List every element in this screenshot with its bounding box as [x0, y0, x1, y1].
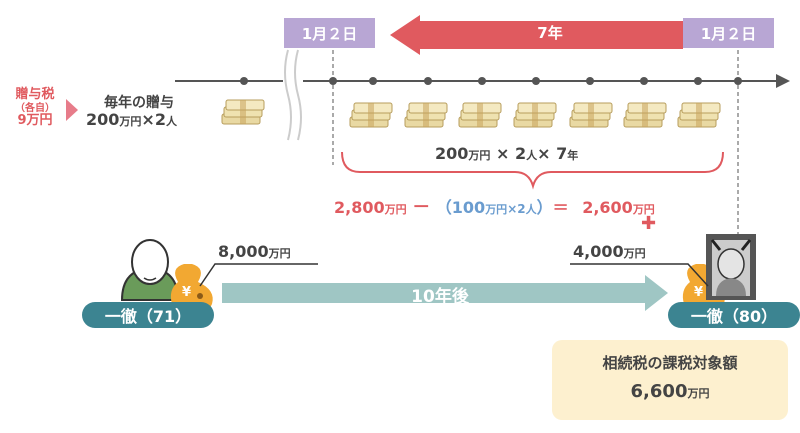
date-right-text: 1月２日: [700, 24, 757, 43]
gift-tax-line1: 贈与税: [15, 87, 55, 102]
date-box-left: 1月２日: [284, 18, 375, 48]
axis-dots: [240, 77, 742, 85]
taxable-amount-note: 相続税の課税対象額 6,600万円: [552, 340, 788, 420]
brace-label: 200万円 × 2人× 7年: [435, 144, 579, 163]
gift-tax-label: 贈与税 （各自） 9万円: [6, 87, 64, 129]
plus-icon: ✚: [641, 213, 657, 234]
curly-brace: [341, 151, 724, 190]
leader-line-left: [199, 263, 318, 287]
time-axis-arrowhead: [776, 74, 790, 88]
date-left-text: 1月２日: [301, 24, 358, 43]
taxable-amount-title: 相続税の課税対象額: [602, 354, 738, 372]
money-bag-left-icon: [170, 264, 213, 314]
person-right-badge: 一徹（80）: [668, 302, 800, 328]
gift-tax-line2: （各自）: [15, 102, 55, 114]
gift-tax-line3: 9万円: [17, 113, 53, 129]
person-left-badge: 一徹（71）: [82, 302, 214, 328]
annual-gift-amount: 200万円×2人: [86, 110, 177, 129]
annual-gift-title: 毎年の贈与: [104, 95, 174, 111]
years-label-text: 7年: [537, 24, 563, 42]
axis-break: [283, 50, 303, 140]
date-box-right: 1月２日: [683, 18, 774, 48]
yen-right-icon: ¥: [694, 285, 704, 300]
left-amount: 8,000万円: [218, 242, 291, 261]
yen-left-icon: ¥: [182, 285, 192, 300]
person-left-icon: [120, 239, 180, 301]
leader-line-right: [570, 263, 709, 287]
ten-year-arrow: [222, 275, 668, 311]
axis-break-line-1: [284, 49, 292, 141]
taxable-amount-value: 6,600万円: [630, 381, 710, 402]
ten-year-label: 10年後: [411, 287, 469, 307]
years-label: 7年: [510, 22, 590, 43]
seven-year-arrow: [390, 15, 683, 55]
right-amount: 4,000万円: [573, 242, 646, 261]
memorial-portrait-icon: [706, 234, 756, 300]
tax-pointer-triangle: [66, 99, 78, 121]
calc-formula: 2,800万円 － （100万円×2人）＝ 2,600万円: [334, 197, 655, 218]
axis-break-line-2: [294, 49, 302, 141]
